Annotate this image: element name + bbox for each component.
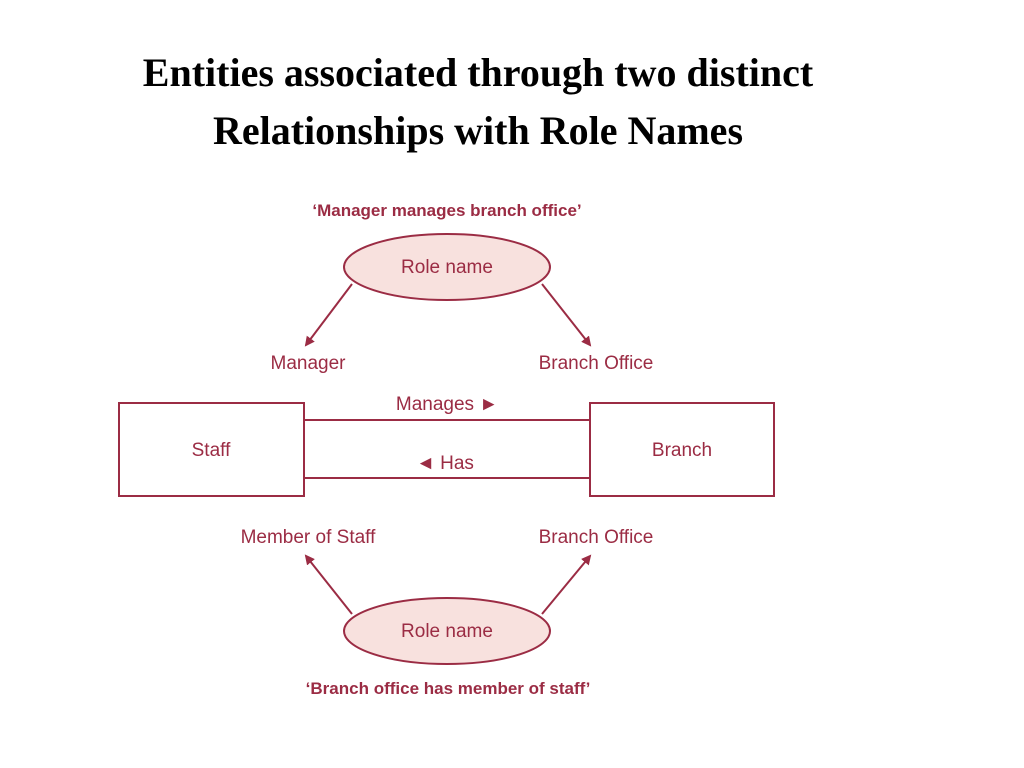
bottom-left-role-label: Member of Staff: [241, 527, 377, 548]
slide-title-line-1: Entities associated through two distinct: [142, 50, 814, 95]
top-role-ellipse: [343, 233, 551, 301]
staff-entity-box: [118, 402, 305, 497]
top-right-arrow: [541, 283, 592, 347]
staff-entity-label: Staff: [192, 440, 231, 461]
has-relationship-label: ◄ Has: [416, 453, 474, 474]
top-left-arrow: [304, 283, 353, 347]
bottom-left-arrow: [304, 554, 353, 615]
bottom-right-arrow: [541, 554, 592, 615]
branch-entity-label: Branch: [652, 440, 712, 461]
bottom-role-quote: ‘Branch office has member of staff’: [306, 679, 591, 698]
slide-title: Entities associated through two distinct…: [0, 44, 956, 160]
top-role-ellipse-label: Role name: [401, 257, 493, 278]
bottom-role-ellipse: [343, 597, 551, 665]
bottom-role-ellipse-label: Role name: [401, 621, 493, 642]
manages-relationship-label: Manages ►: [396, 394, 498, 415]
top-left-role-label: Manager: [271, 353, 347, 374]
branch-entity-box: [589, 402, 775, 497]
top-right-role-label: Branch Office: [539, 353, 654, 374]
bottom-right-role-label: Branch Office: [539, 527, 654, 548]
slide-title-line-2: Relationships with Role Names: [212, 108, 744, 153]
top-role-quote: ‘Manager manages branch office’: [312, 201, 581, 220]
